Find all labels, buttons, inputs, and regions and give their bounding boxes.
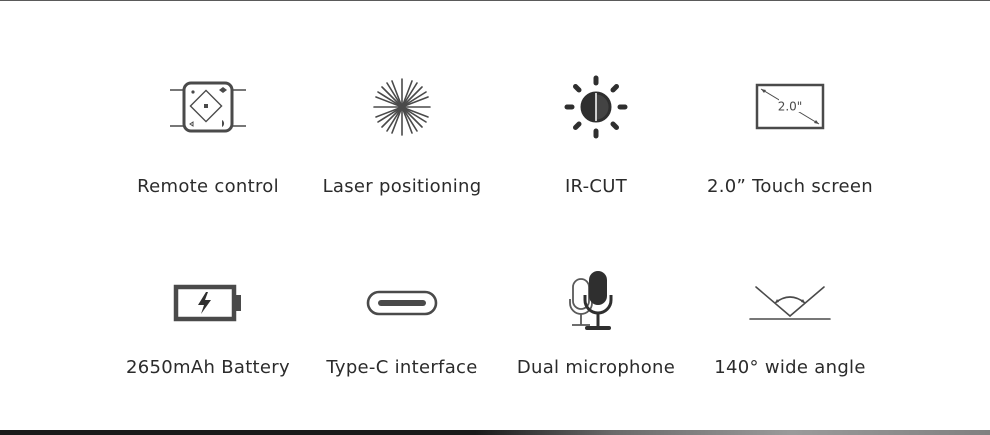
feature-ir-cut: IR-CUT: [496, 72, 696, 212]
ir-cut-icon: [546, 72, 646, 142]
feature-label: 2650mAh Battery: [126, 357, 290, 378]
feature-label: 2.0” Touch screen: [707, 176, 873, 197]
bottom-band: [0, 430, 990, 435]
remote-control-icon: [158, 72, 258, 142]
feature-touch-screen: 2.0" 2.0” Touch screen: [690, 72, 890, 212]
feature-label: Type-C interface: [326, 357, 478, 378]
top-divider: [0, 0, 990, 1]
feature-wide-angle: 140° wide angle: [690, 268, 890, 408]
laser-icon: [352, 72, 452, 142]
screen-size-text: 2.0": [777, 99, 803, 114]
microphone-icon: [546, 268, 646, 338]
feature-laser-positioning: Laser positioning: [302, 72, 502, 212]
wide-angle-icon: [740, 268, 840, 338]
battery-icon: [158, 268, 258, 338]
feature-type-c: Type-C interface: [302, 268, 502, 408]
feature-label: Remote control: [137, 176, 279, 197]
feature-label: 140° wide angle: [714, 357, 866, 378]
feature-remote-control: Remote control: [108, 72, 308, 212]
feature-label: Laser positioning: [322, 176, 482, 197]
feature-label: Dual microphone: [516, 357, 676, 378]
feature-dual-microphone: Dual microphone: [496, 268, 696, 408]
type-c-icon: [352, 268, 452, 338]
touch-screen-icon: 2.0": [740, 72, 840, 142]
feature-label: IR-CUT: [564, 176, 628, 197]
feature-battery: 2650mAh Battery: [108, 268, 308, 408]
